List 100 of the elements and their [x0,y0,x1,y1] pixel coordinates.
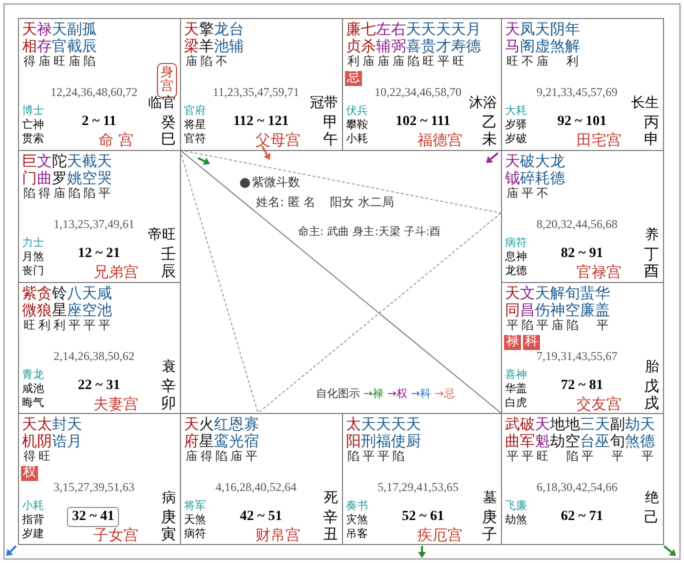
star-names: 梁羊池辅 [184,38,244,55]
palace-cell [342,18,502,151]
earthly-branch: 子 [482,526,497,544]
minor-star-label: 将星 [184,119,206,132]
brightness-row-text: 平陷平庙陷 平 [506,319,610,333]
star-names: 廉七左右天天天天月 [346,21,481,38]
minor-star-label: 吊客 [346,528,368,541]
star-names: 阳刑福使厨 [346,433,421,450]
brightness-row-text: 利庙庙庙陷旺平旺 [346,55,466,69]
god-label: 飞廉 [505,500,527,513]
brightness-row-text: 得庙旺庙陷 [22,55,96,69]
star-names: 天太封天 [22,416,82,434]
palace-name: 官禄宫 [576,264,622,282]
earthly-branch: 酉 [644,263,659,280]
heavenly-stem: 乙 [482,114,497,132]
star-names: 天火红恩寡 [184,416,259,433]
star-names: 天禄天副孤 [22,21,97,38]
earthly-branch: 卯 [161,395,176,412]
minor-star-label: 指背 [22,514,44,527]
minor-star-label: 息神 [505,251,527,264]
god-label: 奏书 [346,500,368,513]
brightness-row-text: 旺利利平平平 [22,319,112,333]
star-names: 相存官截辰 [22,38,97,55]
connector-line [180,150,502,214]
brightness-row-text: 庙平不 [506,187,550,201]
brightness-row-text: 旺不庙 利 [506,55,580,69]
brightness-row-text: 陷平平陷 [346,450,406,464]
connector-line [180,150,502,414]
heavenly-stem: 丙 [644,114,659,132]
connector-line [180,150,258,414]
decade-range: 2 ~ 11 [80,114,118,130]
palace-name: 子女宫 [92,527,140,544]
legend-line: 自化图示 →禄 →权 →科 →忌 [316,388,455,401]
palace-cell [501,282,664,414]
heavenly-stem: 辛 [323,509,338,526]
minor-star-label: 贯索 [22,133,44,146]
earthly-branch: 未 [482,131,497,148]
minor-star-label: 攀鞍 [346,119,368,132]
palace-cell [501,150,664,283]
palace-cell [501,18,664,151]
earthly-branch: 巳 [161,131,176,148]
palace-name: 命 宫 [98,132,134,150]
heavenly-stem: 庚 [161,509,176,526]
minor-star-label: 岁建 [22,528,44,541]
god-label: 博士 [22,105,44,118]
heavenly-stem: 丁 [644,246,659,264]
heavenly-stem: 庚 [482,509,497,526]
star-names: 曲军魁劫空台巫旬煞德 [505,433,655,450]
transformation-tag: 科 [523,335,540,350]
star-names: 天破大龙 [505,153,565,170]
brightness-row-text: 得旺 [22,450,52,464]
minor-star-label: 丧门 [22,265,44,278]
star-names: 机阴诰月 [22,433,82,450]
decade-range: 22 ~ 31 [76,378,122,394]
decade-range: 32 ~ 41 [67,507,120,528]
star-names: 钺碎耗德 [505,170,565,187]
minor-star-label: 华盖 [505,383,527,396]
palace-name: 福德宫 [416,132,464,150]
minor-star-label: 晦气 [22,397,44,410]
minor-star-label: 白虎 [505,397,527,410]
star-names: 太天天天天 [346,416,421,434]
palace-name: 田宅宫 [576,132,622,150]
master-line: 命主: 武曲 身主:天梁 子斗:酉 [298,226,441,239]
god-label: 喜神 [505,369,527,382]
palace-cell [18,150,181,283]
minor-star-label: 官符 [184,133,206,146]
transformation-tag: 权 [21,466,38,481]
transformation-tag: 忌 [345,71,362,86]
star-names: 天文天解旬蜚华 [505,285,610,302]
palace-cell [18,413,181,545]
decade-range: 52 ~ 61 [400,509,446,526]
transformation-tag: 禄 [504,335,521,350]
star-names: 巨文陀天截天 [22,153,112,170]
decade-range: 112 ~ 121 [232,114,290,130]
brightness-row-text: 陷得庙陷陷平 [22,187,112,201]
name-line: 姓名: 匿 名 [256,196,316,210]
star-names: 门曲罗姚空哭 [22,170,112,187]
god-label: 官府 [184,105,206,118]
brightness-row-text: 庙陷不 [184,55,228,69]
decade-range: 72 ~ 81 [560,378,604,394]
palace-cell [501,413,664,545]
star-names: 天擎龙台 [184,21,244,38]
decade-range: 82 ~ 91 [560,246,604,262]
palace-name: 父母宫 [254,132,302,150]
palace-name: 疾厄宫 [416,527,464,544]
god-label: 青龙 [22,369,44,382]
earthly-branch: 午 [323,131,338,148]
earthly-branch: 丑 [323,526,338,544]
brightness-row-text: 平平旺 陷平 平 平 [506,450,654,464]
decade-range: 92 ~ 101 [556,114,608,130]
minor-star-label: 亡神 [22,119,44,132]
connector-line [258,212,502,414]
decade-range: 12 ~ 21 [76,246,122,262]
decade-range: 42 ~ 51 [238,509,284,526]
palace-name: 兄弟宫 [92,264,140,282]
heavenly-stem: 己 [644,509,659,526]
palace-cell [180,18,343,151]
star-names: 贞杀辅弼喜贵才寿德 [346,38,481,55]
star-names: 同昌伤神空廉盖 [505,302,610,319]
heavenly-stem: 辛 [161,378,176,396]
